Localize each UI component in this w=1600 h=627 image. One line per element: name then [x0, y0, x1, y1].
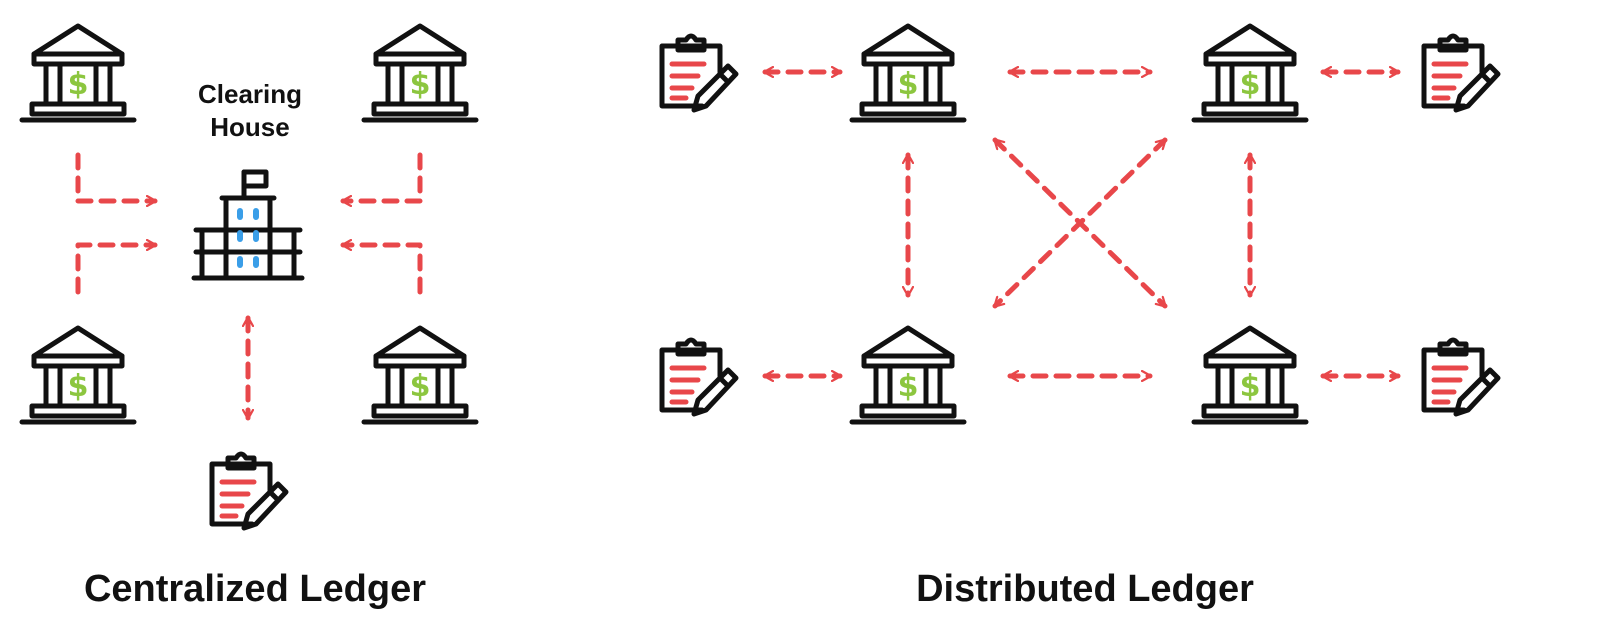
- svg-text:$: $: [898, 67, 919, 102]
- central-bank-bottom-left: $: [19, 325, 137, 425]
- central-ledger-clipboard: [209, 451, 289, 531]
- dist-bank-top-left: $: [849, 23, 967, 123]
- svg-text:$: $: [68, 369, 89, 404]
- central-bank-bottom-right: $: [361, 325, 479, 425]
- dist-ledger-top-right: [1421, 33, 1501, 113]
- centralized-ledger-title: Centralized Ledger: [83, 568, 427, 610]
- arrow-bank-bottom-left-to-clearing-house: [75, 245, 158, 295]
- dist-ledger-bottom-right: [1421, 337, 1501, 417]
- arrow-bank-top-left-to-clearing-house: [75, 152, 158, 201]
- arrow-bank-top-right-to-clearing-house: [340, 152, 423, 201]
- central-bank-top-right: $: [361, 23, 479, 123]
- svg-text:$: $: [68, 67, 89, 102]
- svg-text:$: $: [898, 369, 919, 404]
- svg-text:$: $: [410, 67, 431, 102]
- dist-ledger-top-left: [659, 33, 739, 113]
- clearing-house-icon: [191, 169, 305, 281]
- svg-text:$: $: [410, 369, 431, 404]
- clearing-house-label: Clearing House: [175, 78, 325, 144]
- clearing-house-label-line-1: Clearing: [197, 79, 303, 109]
- clearing-house-label-line-2: House: [210, 112, 290, 142]
- central-bank-top-left: $: [19, 23, 137, 123]
- dist-bank-top-right: $: [1191, 23, 1309, 123]
- dist-ledger-bottom-left: [659, 337, 739, 417]
- svg-text:$: $: [1240, 67, 1261, 102]
- arrow-bank-bottom-right-to-clearing-house: [340, 245, 423, 295]
- arrow-diagonal-top-right-to-bottom-left: [992, 137, 1168, 309]
- dist-bank-bottom-left: $: [849, 325, 967, 425]
- svg-text:$: $: [1240, 369, 1261, 404]
- dist-bank-bottom-right: $: [1191, 325, 1309, 425]
- distributed-ledger-title: Distributed Ledger: [916, 568, 1254, 610]
